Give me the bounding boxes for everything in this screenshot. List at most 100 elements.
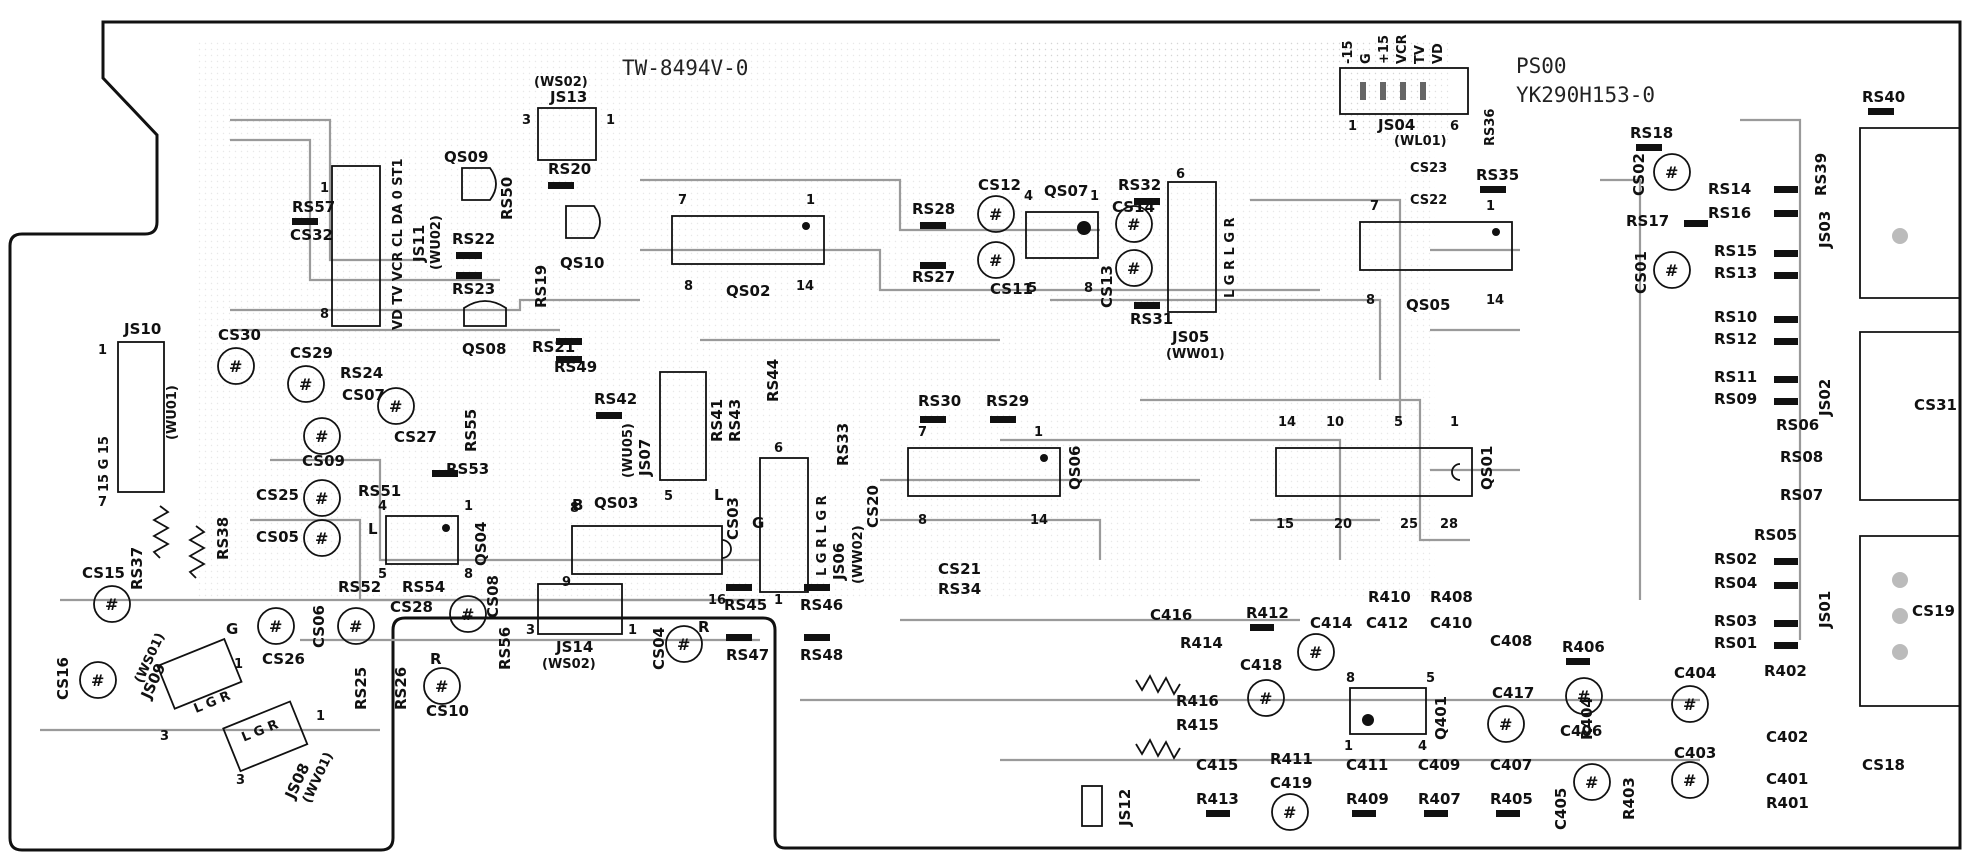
r404-label: R404 (1578, 697, 1596, 740)
r401-label: R401 (1766, 794, 1809, 812)
r413-label: R413 (1196, 790, 1239, 808)
js13-pin3: 3 (522, 113, 531, 128)
rs45-label: RS45 (724, 596, 767, 614)
qs04-label: QS04 (472, 522, 490, 566)
connector-js07: JS07 (WU05) 5 (621, 371, 707, 504)
cs19-label: CS19 (1912, 602, 1955, 620)
rs46-label: RS46 (800, 596, 843, 614)
js10-pins: 15 G 15 (97, 436, 112, 492)
rs12-label: RS12 (1714, 330, 1757, 348)
svg-text:#: # (1577, 687, 1590, 706)
ic-qs03: 8 QS03 9 16 (562, 494, 732, 608)
connector-js03: JS03 (1816, 127, 1960, 299)
rs23-label: RS23 (452, 280, 495, 298)
svg-text:#: # (299, 375, 312, 394)
js06-pin1: 1 (774, 593, 783, 608)
rs32-label: RS32 (1118, 176, 1161, 194)
resistor-labels: RS57 RS22 RS23 RS19 RS20 RS50 RS21 RS49 … (128, 109, 1673, 710)
qs01-pin15: 15 (1276, 517, 1294, 532)
js11-pin1: 1 (320, 181, 329, 196)
rs54-label: RS54 (402, 578, 445, 596)
svg-text:#: # (229, 357, 242, 376)
ps-code: PS00 (1516, 54, 1567, 78)
qs02-pin14: 14 (796, 279, 814, 294)
cs02-label: CS02 (1630, 153, 1648, 196)
electrolytic-capacitors: # # # # # # # # # # # # # # # # # # # # … (79, 153, 1709, 831)
js12-label: JS12 (1116, 789, 1134, 827)
copper-traces (40, 40, 1802, 762)
rs50-label: RS50 (498, 177, 516, 220)
c414-label: C414 (1310, 614, 1352, 632)
rs48-label: RS48 (800, 646, 843, 664)
zigzag-resistors (152, 505, 1181, 760)
js02-label: JS02 (1816, 379, 1834, 417)
rs14-label: RS14 (1708, 180, 1751, 198)
qs03-pin9: 9 (562, 575, 571, 590)
svg-text:#: # (677, 635, 690, 654)
js10-label: JS10 (123, 320, 161, 338)
rs15-label: RS15 (1714, 242, 1757, 260)
js04-label: JS04 (1377, 116, 1415, 134)
c403-label: C403 (1674, 744, 1716, 762)
svg-text:#: # (1127, 259, 1140, 278)
ic-qs04: 4 1 5 8 QS04 (378, 499, 490, 582)
svg-text:#: # (315, 489, 328, 508)
resistor-labels-bottom: R410 R408 R412 R414 R406 R402 R404 R416 … (1176, 588, 1809, 820)
c402-label: C402 (1766, 728, 1808, 746)
qs04-pin8: 8 (464, 567, 473, 582)
qs05-pin7: 7 (1370, 199, 1379, 214)
rs18-label: RS18 (1630, 124, 1673, 142)
rs19-label: RS19 (532, 265, 550, 308)
rs24-label: RS24 (340, 364, 383, 382)
rs11-label: RS11 (1714, 368, 1757, 386)
svg-text:#: # (349, 617, 362, 636)
qs02-pin1: 1 (806, 193, 815, 208)
rs34-label: RS34 (938, 580, 981, 598)
js06-pin6: 6 (774, 441, 783, 456)
rs42-label: RS42 (594, 390, 637, 408)
qs07-pin8: 8 (1084, 281, 1093, 296)
qs03-pin16: 16 (708, 593, 726, 608)
svg-text:#: # (1683, 695, 1696, 714)
qs01-pin25: 25 (1400, 517, 1418, 532)
cs28-label: CS28 (390, 598, 433, 616)
js01-label: JS01 (1816, 591, 1834, 629)
qs01-pin14: 14 (1278, 415, 1296, 430)
cs29-label: CS29 (290, 344, 333, 362)
qs06-pin14: 14 (1030, 513, 1048, 528)
js04-pin-label-6: VD (1431, 43, 1446, 64)
marker-l-2: L (714, 486, 724, 504)
cs11-label: CS11 (990, 280, 1033, 298)
rs47-label: RS47 (726, 646, 769, 664)
c407-label: C407 (1490, 756, 1532, 774)
svg-text:#: # (269, 617, 282, 636)
rs02-label: RS02 (1714, 550, 1757, 568)
q401-pin5: 5 (1426, 671, 1435, 686)
q401-pin4: 4 (1418, 739, 1427, 754)
c416-label: C416 (1150, 606, 1192, 624)
c401-label: C401 (1766, 770, 1808, 788)
r405-label: R405 (1490, 790, 1533, 808)
cs05-label: CS05 (256, 528, 299, 546)
transistor-qs08: QS08 (462, 300, 507, 358)
js04-sub: (WL01) (1394, 134, 1447, 149)
qs03-pin8: 8 (570, 501, 579, 516)
rs04-label: RS04 (1714, 574, 1757, 592)
js14-label: JS14 (555, 638, 593, 656)
resistor-bodies (292, 108, 1894, 817)
js05-pins: L G R L G R (1223, 217, 1238, 298)
marker-r: R (430, 650, 442, 668)
r407-label: R407 (1418, 790, 1461, 808)
js07-label: JS07 (636, 439, 654, 477)
q401-pin1: 1 (1344, 739, 1353, 754)
connector-js01: JS01 (1816, 535, 1960, 707)
js05-label: JS05 (1171, 328, 1209, 346)
board-outline (8, 20, 1962, 852)
js04-pin-label-3: +15 (1377, 35, 1392, 64)
c415-label: C415 (1196, 756, 1238, 774)
cs01-label: CS01 (1632, 251, 1650, 294)
js10-pin7: 7 (98, 495, 107, 510)
cs09-label: CS09 (302, 452, 345, 470)
qs01-label: QS01 (1478, 446, 1496, 490)
svg-text:#: # (91, 671, 104, 690)
